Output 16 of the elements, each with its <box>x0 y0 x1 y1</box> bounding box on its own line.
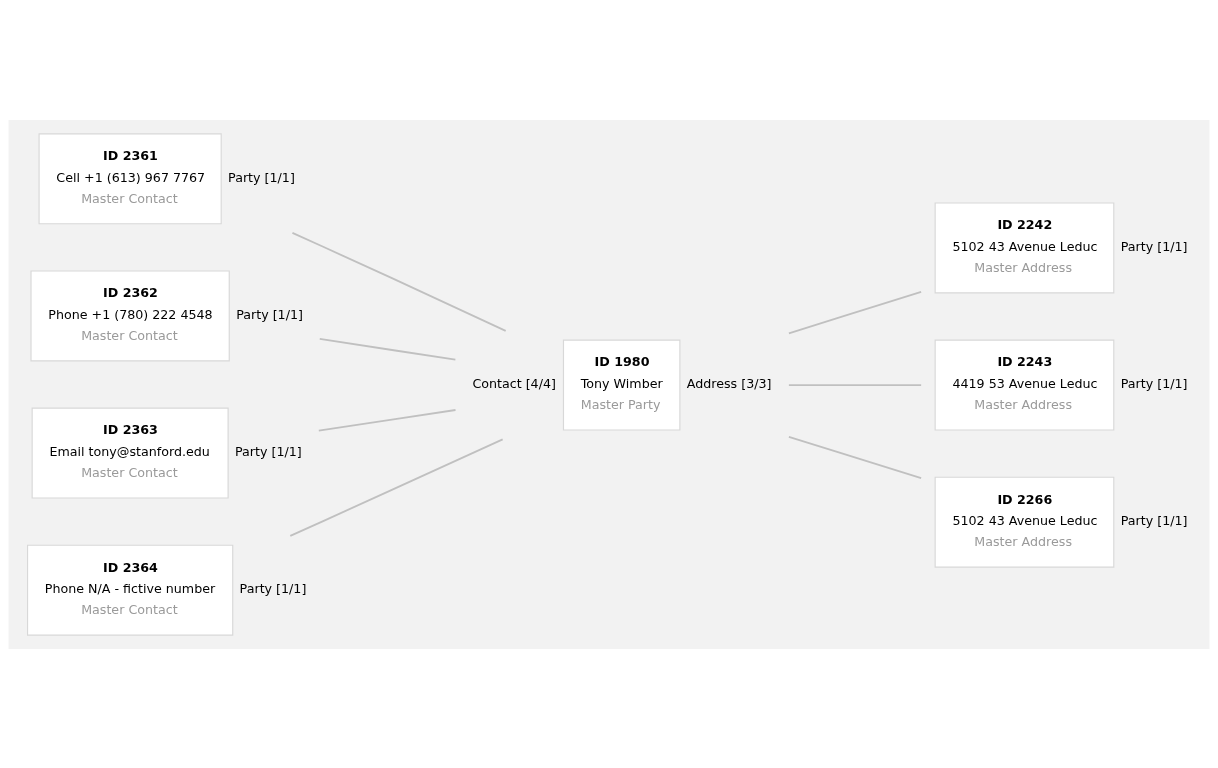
node-label: Contact [4/4] <box>472 375 556 391</box>
node-label: Party [1/1] <box>1120 375 1188 391</box>
node-label: Party [1/1] <box>228 169 295 185</box>
connector <box>787 383 923 386</box>
node-label: Party [1/1] <box>1120 238 1188 254</box>
connector <box>317 408 457 431</box>
node-label: Party [1/1] <box>1120 512 1188 528</box>
node-label: Party [1/1] <box>235 443 302 459</box>
connector <box>787 435 923 479</box>
connector <box>318 337 457 361</box>
node-label: Party [1/1] <box>239 580 307 596</box>
connector <box>291 231 507 332</box>
connector <box>787 290 923 334</box>
node-label: Party [1/1] <box>236 306 303 322</box>
connector <box>289 437 504 537</box>
node-label: Address [3/3] <box>686 375 772 391</box>
